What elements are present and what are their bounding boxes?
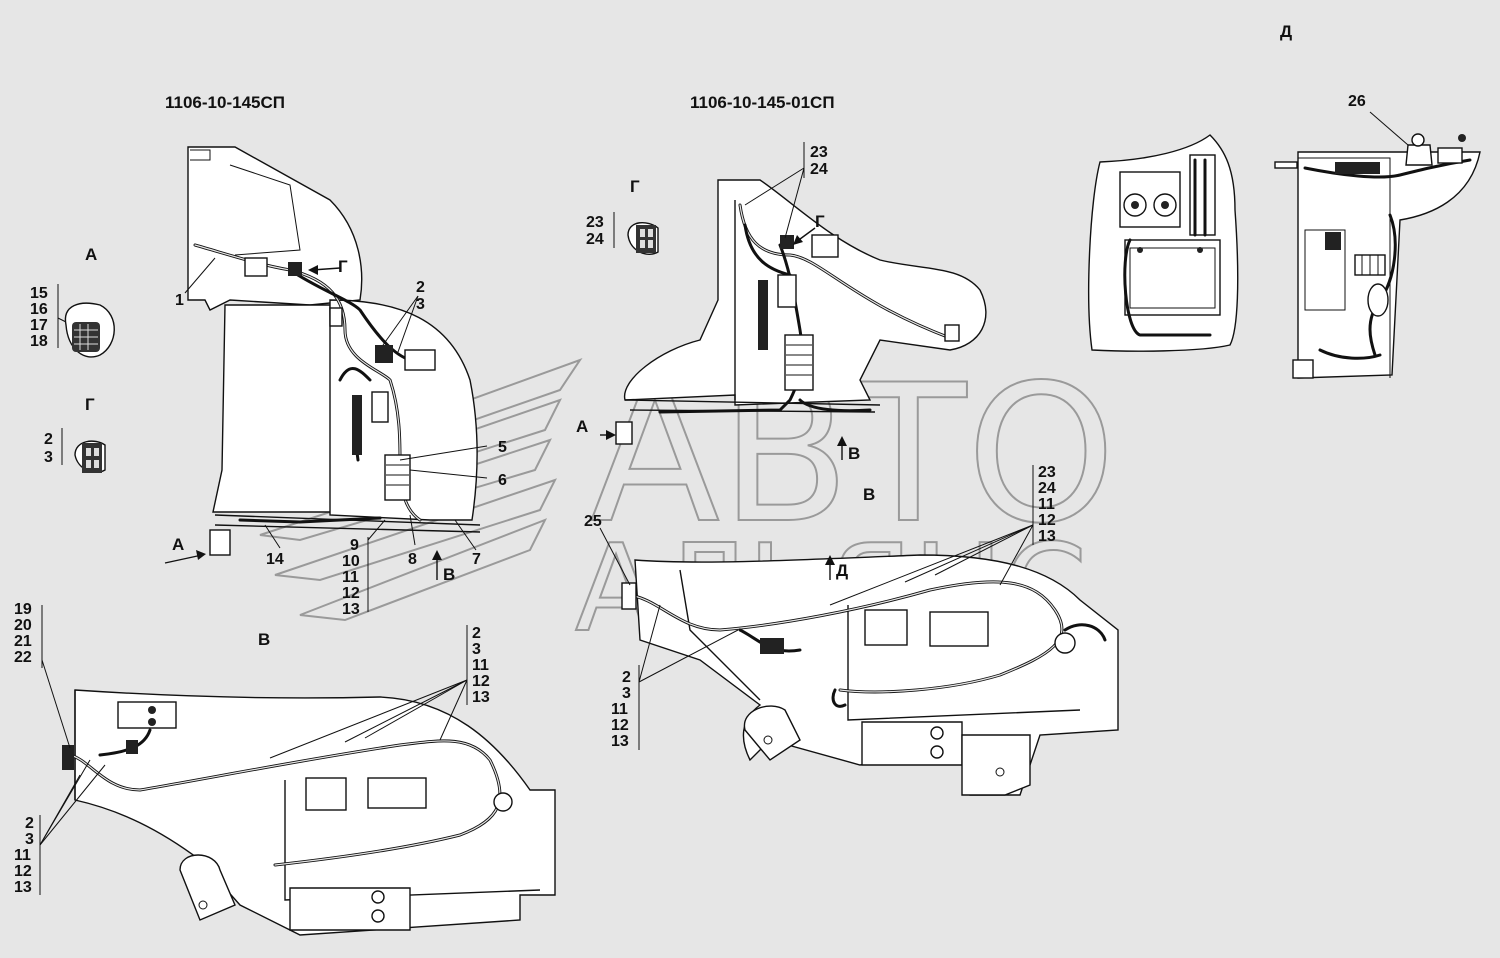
callout-24-v-right: 24 — [1038, 480, 1056, 497]
callout-3-v-right: 3 — [472, 641, 481, 658]
callout-8: 8 — [408, 551, 417, 568]
callout-13-v-right-2: 13 — [1038, 528, 1056, 545]
callout-9: 9 — [350, 537, 359, 554]
view-d: Д 26 — [1088, 22, 1481, 379]
callout-12-v-right: 12 — [472, 673, 490, 690]
callout-24-g: 24 — [586, 231, 604, 248]
callout-7: 7 — [472, 551, 481, 568]
callout-11-v-left: 11 — [14, 847, 31, 864]
callout-17: 17 — [30, 317, 48, 334]
callout-13-v-right: 13 — [472, 689, 490, 706]
callout-2-v-right-left: 2 — [622, 669, 631, 686]
callout-13-v-left: 13 — [14, 879, 32, 896]
callout-2-v-left: 2 — [25, 815, 34, 832]
view-a-detail: А 15 16 17 18 — [30, 245, 115, 358]
callout-13-left: 13 — [342, 601, 360, 618]
callout-23-v-right: 23 — [1038, 464, 1056, 481]
view-v-right: В Д 25 2 3 11 12 13 — [584, 464, 1119, 796]
callout-3-left: 3 — [416, 296, 425, 313]
callout-24-right: 24 — [810, 161, 828, 178]
view-label-d-arrow: Д — [836, 561, 848, 580]
view-label-v-arrow-right: В — [848, 444, 860, 463]
callout-13-v-right-left: 13 — [611, 733, 629, 750]
callout-14: 14 — [266, 551, 284, 568]
view-label-g-right: Г — [815, 212, 825, 231]
callout-3-v-right-left: 3 — [622, 685, 631, 702]
callout-11-left: 11 — [342, 569, 359, 586]
view-g-right-detail: Г 23 24 — [586, 177, 659, 255]
view-g-detail: Г 2 3 — [44, 395, 106, 473]
callout-12-v-right-2: 12 — [1038, 512, 1056, 529]
view-label-v-right: В — [863, 485, 875, 504]
callout-11-v-right: 11 — [472, 657, 489, 674]
right-main-assembly: Г 23 24 А В — [576, 142, 987, 463]
callout-5: 5 — [498, 439, 507, 456]
callout-21: 21 — [14, 633, 32, 650]
view-label-a-left: А — [172, 535, 184, 554]
view-v-left: В 19 20 21 22 2 3 11 12 13 — [14, 601, 556, 936]
callout-12-v-right-left: 12 — [611, 717, 629, 734]
callout-19: 19 — [14, 601, 32, 618]
callout-2-v-right: 2 — [472, 625, 481, 642]
view-label-g-detail: Г — [85, 395, 95, 414]
callout-26: 26 — [1348, 93, 1366, 110]
callout-10: 10 — [342, 553, 360, 570]
title-right: 1106-10-145-01СП — [690, 93, 835, 112]
callout-20: 20 — [14, 617, 32, 634]
title-left: 1106-10-145СП — [165, 93, 285, 112]
view-label-v-arrow-left: В — [443, 565, 455, 584]
callout-23-g: 23 — [586, 214, 604, 231]
callout-2-g: 2 — [44, 431, 53, 448]
view-label-a-right: А — [576, 417, 588, 436]
callout-11-v-right-2: 11 — [1038, 496, 1055, 513]
view-label-d: Д — [1280, 22, 1292, 41]
callout-3-g: 3 — [44, 449, 53, 466]
callout-23-right: 23 — [810, 144, 828, 161]
callout-2-left: 2 — [416, 279, 425, 296]
callout-1: 1 — [175, 292, 184, 309]
callout-25: 25 — [584, 513, 602, 530]
callout-12-left: 12 — [342, 585, 360, 602]
callout-11-v-right-left: 11 — [611, 701, 628, 718]
view-label-a-detail: А — [85, 245, 97, 264]
callout-3-v-left: 3 — [25, 831, 34, 848]
callout-12-v-left: 12 — [14, 863, 32, 880]
view-label-v-left: В — [258, 630, 270, 649]
left-main-assembly: Г 1 2 3 5 6 7 8 14 9 10 11 12 13 А — [164, 146, 507, 618]
callout-15: 15 — [30, 285, 48, 302]
view-label-g-left: Г — [338, 257, 348, 276]
callout-18: 18 — [30, 333, 48, 350]
callout-22: 22 — [14, 649, 32, 666]
callout-6: 6 — [498, 472, 507, 489]
callout-16: 16 — [30, 301, 48, 318]
view-label-g-right-detail: Г — [630, 177, 640, 196]
